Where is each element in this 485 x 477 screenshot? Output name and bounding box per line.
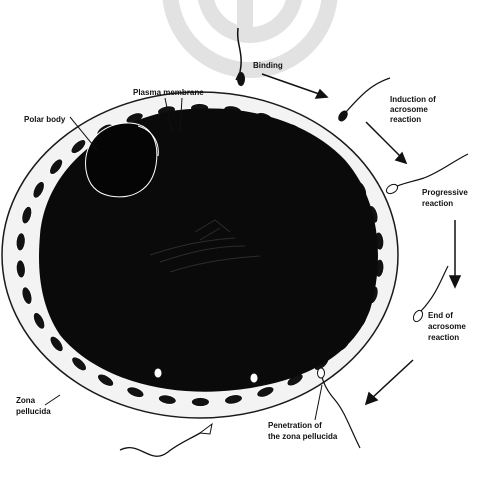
- sperm-end: [421, 266, 448, 311]
- label-progressive-1: Progressive: [422, 188, 468, 197]
- label-induction-1: Induction of: [390, 95, 436, 104]
- sperm-penetrating-head: [318, 368, 325, 378]
- label-plasma-membrane: Plasma membrane: [133, 88, 204, 97]
- arrow-end-to-penetration: [366, 360, 413, 404]
- sperm-end-head: [412, 309, 425, 323]
- label-progressive-2: reaction: [422, 199, 453, 208]
- label-end-1: End of: [428, 311, 453, 320]
- label-zona-2: pellucida: [16, 407, 51, 416]
- label-end-3: reaction: [428, 333, 459, 342]
- arrow-progressive-to-end: [450, 220, 460, 287]
- label-binding: Binding: [253, 61, 283, 70]
- label-penetration-2: the zona pellucida: [268, 432, 338, 441]
- label-end-2: acrosome: [428, 322, 466, 331]
- label-penetration-1: Penetration of: [268, 421, 322, 430]
- arrow-induction-to-progressive: [366, 122, 406, 163]
- arrow-binding-to-induction: [262, 74, 327, 98]
- sperm-bottom: [120, 432, 202, 456]
- label-induction-3: reaction: [390, 115, 421, 124]
- cumulus-cell: [191, 397, 209, 406]
- sperm-bottom-head: [200, 424, 212, 434]
- label-induction-2: acrosome: [390, 105, 428, 114]
- sperm-progressive-head: [385, 183, 399, 196]
- sperm-binding-head: [237, 72, 245, 86]
- watermark: [170, 0, 330, 70]
- label-polar-body: Polar body: [24, 115, 66, 124]
- sperm-induction: [346, 78, 390, 112]
- label-zona-1: Zona: [16, 396, 36, 405]
